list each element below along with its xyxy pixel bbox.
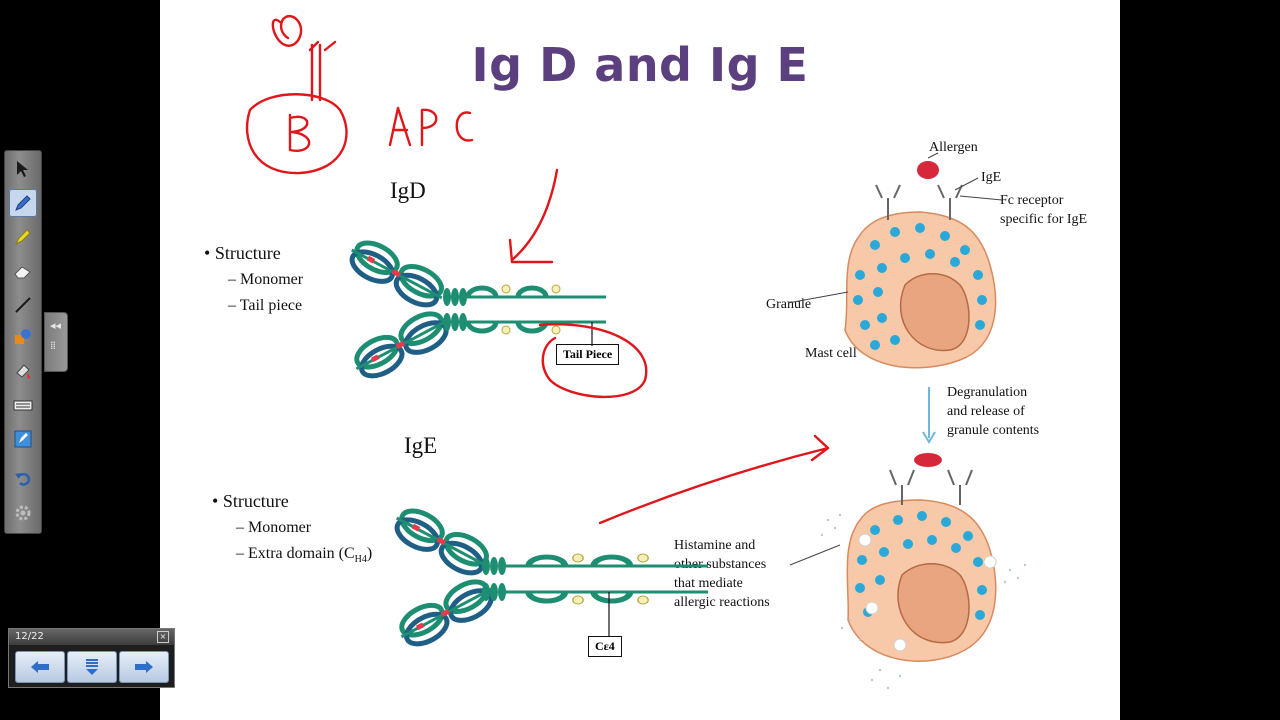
arrow-right-icon xyxy=(135,661,153,673)
igd-molecule xyxy=(344,235,606,384)
ige-label: IgE xyxy=(981,170,1002,185)
page-indicator: 12/22 xyxy=(15,631,44,642)
next-page-button[interactable] xyxy=(119,651,169,683)
arrow-left-icon xyxy=(31,661,49,673)
ige-sub-monomer: – Monomer xyxy=(236,519,312,536)
collapse-chevron-icon: ◂◂ xyxy=(50,319,62,332)
slide-canvas: Ig D and Ig E IgD • Structure – Monomer … xyxy=(160,0,1120,720)
igd-sub-monomer: – Monomer xyxy=(228,271,304,288)
highlighter-icon[interactable] xyxy=(9,223,37,251)
annotation-toolbar xyxy=(4,150,42,534)
previous-page-button[interactable] xyxy=(15,651,65,683)
ige-bullet: • Structure xyxy=(212,491,289,511)
igd-heading: IgD xyxy=(390,178,426,203)
fill-icon[interactable] xyxy=(9,357,37,385)
ige-molecule xyxy=(389,503,708,652)
mast-cell-top xyxy=(787,152,1003,369)
diagram-graphics xyxy=(245,15,1027,690)
tail-piece-label: Tail Piece xyxy=(556,344,620,365)
shapes-icon[interactable] xyxy=(9,323,37,351)
pen-icon[interactable] xyxy=(9,189,37,217)
settings-icon[interactable] xyxy=(9,499,37,527)
slide-title: Ig D and Ig E xyxy=(471,38,809,92)
undo-icon[interactable] xyxy=(9,465,37,493)
close-icon[interactable]: × xyxy=(157,631,169,643)
eraser-icon[interactable] xyxy=(9,257,37,285)
page-menu-button[interactable] xyxy=(67,651,117,683)
page-list-down-icon xyxy=(86,659,98,675)
page-navigator: 12/22 × xyxy=(8,628,175,688)
page-navigator-header: 12/22 × xyxy=(9,629,174,645)
igd-bullet: • Structure xyxy=(204,243,281,263)
toolbar-collapse-tab[interactable]: ◂◂ ⁞⁞ xyxy=(44,312,68,372)
ink-annotations xyxy=(245,15,830,525)
faint-toolbar-icons xyxy=(168,696,268,706)
allergen-label: Allergen xyxy=(929,140,978,155)
edit-icon[interactable] xyxy=(9,425,37,453)
ige-sub-extra-domain: – Extra domain (CH4) xyxy=(236,545,373,566)
ige-heading: IgE xyxy=(404,433,438,458)
mast-cell-bottom xyxy=(789,453,1027,690)
ce4-label: Cε4 xyxy=(588,636,622,657)
line-icon[interactable] xyxy=(9,291,37,319)
igd-sub-tail: – Tail piece xyxy=(228,297,303,314)
mast-cell-label: Mast cell xyxy=(805,346,857,361)
keyboard-icon[interactable] xyxy=(9,391,37,419)
select-arrow-icon[interactable] xyxy=(9,155,37,183)
grip-icon: ⁞⁞ xyxy=(50,339,56,352)
